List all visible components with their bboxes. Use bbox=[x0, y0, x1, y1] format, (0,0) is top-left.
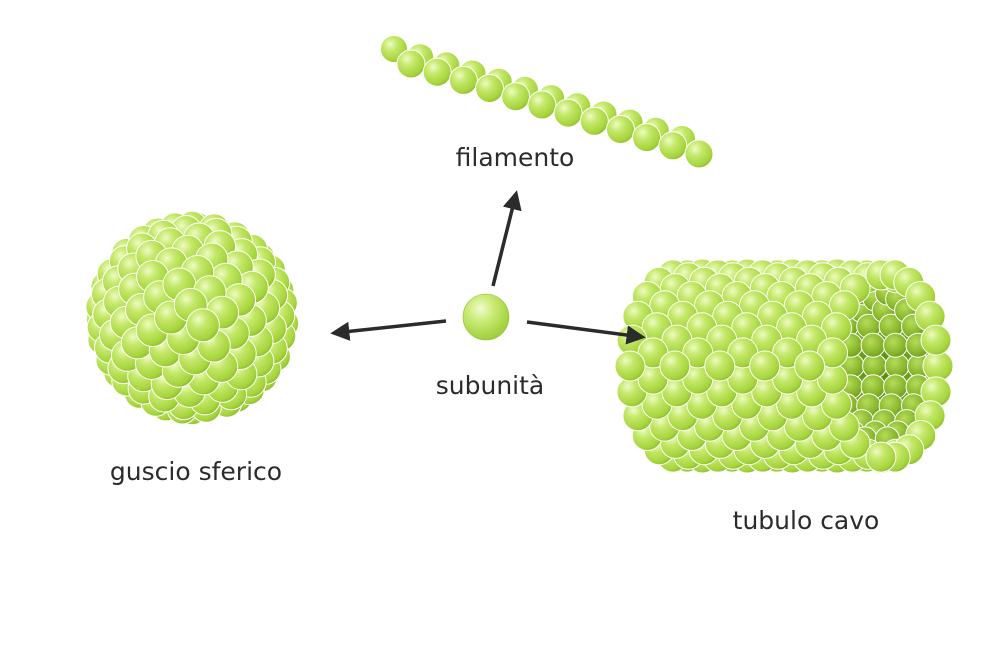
tubule-rim-bead bbox=[865, 441, 897, 473]
tubule-bead bbox=[614, 350, 646, 382]
tubule-inner-bead bbox=[860, 332, 886, 358]
filament-bead bbox=[396, 49, 426, 79]
tubule-bead bbox=[704, 350, 736, 382]
filament-structure bbox=[380, 35, 714, 169]
tubule-bead bbox=[794, 350, 826, 382]
shell-bead bbox=[185, 308, 220, 343]
filament-bead bbox=[527, 90, 557, 120]
subunit-bead bbox=[462, 293, 510, 341]
filament-bead bbox=[501, 82, 531, 112]
hollow-tubule-structure bbox=[614, 258, 954, 474]
tubule-bead bbox=[659, 350, 691, 382]
filament-bead bbox=[606, 115, 635, 144]
label-subunit: subunità bbox=[436, 371, 545, 400]
arrow-to-filament bbox=[491, 190, 522, 287]
label-hollow-tubule: tubulo cavo bbox=[733, 506, 880, 535]
filament-bead bbox=[658, 131, 688, 161]
filament-bead bbox=[684, 139, 714, 169]
spherical-shell-structure bbox=[85, 210, 300, 426]
tubule-rim-bead bbox=[920, 324, 952, 356]
filament-bead bbox=[632, 123, 662, 153]
filament-bead bbox=[475, 74, 504, 103]
tubule-rim-bead bbox=[922, 350, 954, 382]
label-spherical-shell: guscio sferico bbox=[110, 457, 282, 486]
tubule-bead bbox=[749, 350, 781, 382]
arrow-to-spherical-shell bbox=[330, 319, 447, 341]
filament-bead bbox=[448, 65, 478, 95]
filament-bead bbox=[553, 98, 583, 128]
arrow-to-hollow-tubule bbox=[526, 320, 646, 345]
tubule-inner-bead bbox=[883, 332, 908, 358]
filament-bead bbox=[422, 57, 452, 87]
filament-bead bbox=[579, 106, 609, 136]
label-filament: filamento bbox=[456, 143, 575, 172]
